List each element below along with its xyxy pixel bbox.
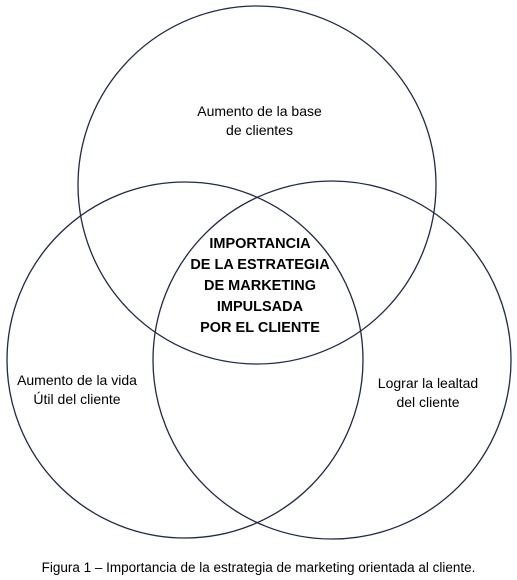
left-circle-label-line-2: Útil del cliente xyxy=(33,391,121,407)
circle-top xyxy=(77,5,437,365)
center-label-line-3: DE MARKETING xyxy=(204,278,316,294)
center-label: IMPORTANCIA DE LA ESTRATEGIA DE MARKETIN… xyxy=(160,234,360,339)
top-circle-label-line-1: Aumento de la base xyxy=(197,103,322,119)
center-label-line-1: IMPORTANCIA xyxy=(209,236,311,252)
top-circle-label-line-2: de clientes xyxy=(226,122,293,138)
left-circle-label-line-1: Aumento de la vida xyxy=(17,372,137,388)
center-label-line-4: IMPULSADA xyxy=(216,299,304,315)
circle-left xyxy=(6,181,364,539)
center-label-line-5: POR EL CLIENTE xyxy=(200,320,320,336)
circle-right xyxy=(152,180,512,540)
left-circle-label: Aumento de la vida Útil del cliente xyxy=(12,371,142,409)
center-label-line-2: DE LA ESTRATEGIA xyxy=(190,257,330,273)
top-circle-label: Aumento de la base de clientes xyxy=(157,102,362,140)
right-circle-label-line-1: Lograr la lealtad xyxy=(377,375,479,391)
figure-caption: Figura 1 – Importancia de la estrategia … xyxy=(41,560,476,575)
right-circle-label-line-2: del cliente xyxy=(396,394,460,410)
right-circle-label: Lograr la lealtad del cliente xyxy=(370,374,486,412)
venn-diagram xyxy=(6,5,512,540)
